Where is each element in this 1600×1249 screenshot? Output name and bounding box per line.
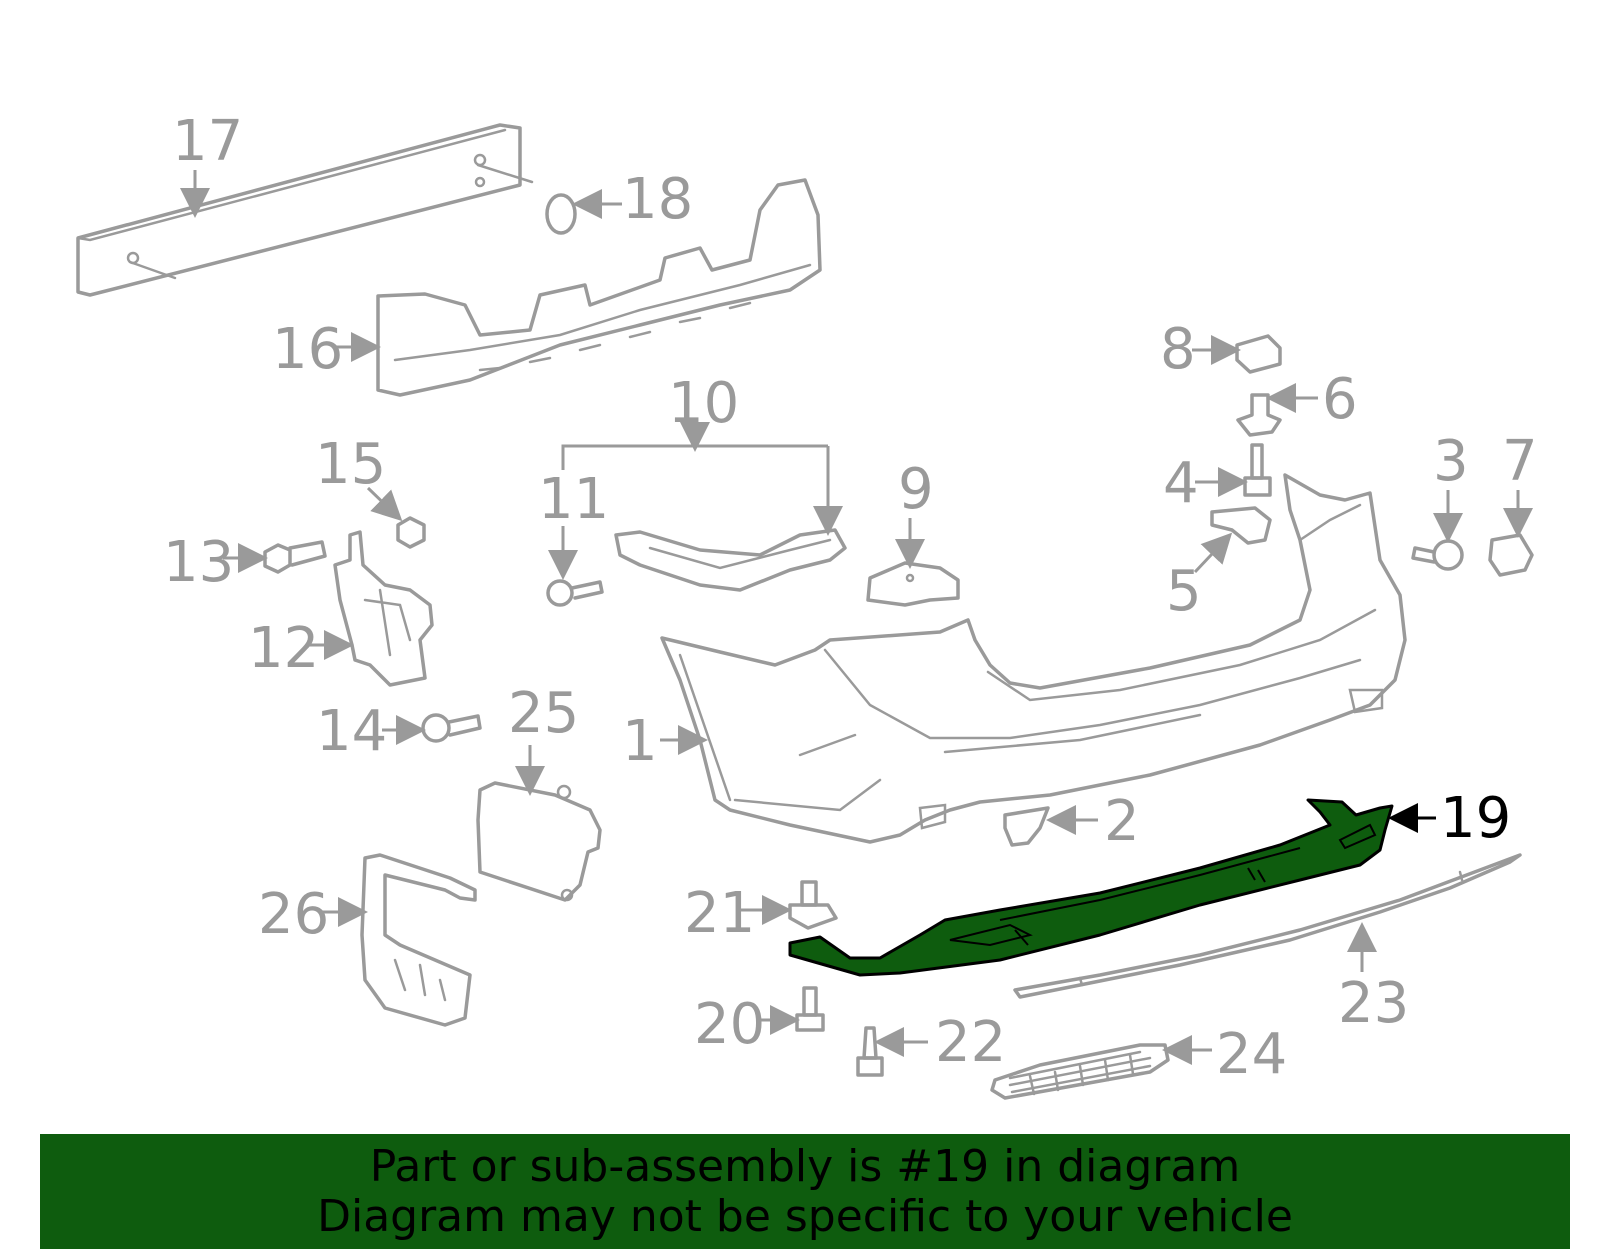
part-10-retainer [614, 528, 847, 592]
part-17-reinforcement [76, 123, 534, 297]
part-5-bracket [1210, 506, 1272, 545]
part-26-bracket [360, 853, 477, 1027]
banner-line-1: Part or sub-assembly is #19 in diagram [369, 1141, 1241, 1192]
part-24-grille [990, 1043, 1170, 1100]
part-25-module [476, 781, 602, 902]
callout-1: 1 [622, 709, 658, 774]
callout-16: 16 [272, 317, 343, 382]
callout-10: 10 [668, 371, 739, 436]
callout-18: 18 [622, 167, 693, 232]
part-15-nut [396, 516, 426, 549]
callout-11: 11 [538, 467, 609, 532]
part-1-bumper-cover [660, 473, 1407, 844]
part-11-nut [546, 579, 604, 607]
part-7-cap [1488, 533, 1534, 577]
callout-22: 22 [935, 1010, 1006, 1075]
callout-15: 15 [315, 432, 386, 497]
callout-13: 13 [163, 530, 234, 595]
callout-17: 17 [172, 109, 243, 174]
part-6-clip [1236, 393, 1282, 437]
part-16-absorber [376, 178, 822, 397]
part-12-bracket [333, 530, 434, 687]
callout-9: 9 [898, 457, 934, 522]
callout-19: 19 [1440, 786, 1511, 851]
part-22-screw [856, 1026, 884, 1077]
callout-2: 2 [1104, 789, 1140, 854]
callout-24: 24 [1216, 1022, 1287, 1087]
part-18-plug [545, 193, 577, 235]
callout-4: 4 [1163, 451, 1199, 516]
part-4-bolt [1243, 443, 1272, 497]
part-14-bolt [421, 713, 482, 743]
callout-6: 6 [1322, 367, 1358, 432]
callout-8: 8 [1160, 317, 1196, 382]
part-19-lower-cover [788, 798, 1394, 977]
part-13-bolt [263, 540, 327, 574]
callout-3: 3 [1433, 429, 1469, 494]
info-banner: Part or sub-assembly is #19 in diagram D… [40, 1134, 1570, 1249]
part-3-nut [1411, 539, 1464, 571]
callout-7: 7 [1502, 429, 1538, 494]
callout-26: 26 [258, 882, 329, 947]
callout-5: 5 [1166, 559, 1202, 624]
callout-14: 14 [316, 699, 387, 764]
part-21-clip [788, 880, 838, 930]
part-8-clip [1235, 334, 1282, 374]
part-2-clip [1003, 806, 1050, 847]
callout-21: 21 [684, 881, 755, 946]
callout-20: 20 [694, 992, 765, 1057]
part-9-bracket [866, 561, 960, 607]
part-20-bolt [795, 986, 825, 1032]
part-23-molding [1013, 853, 1522, 999]
callout-25: 25 [508, 681, 579, 746]
callout-23: 23 [1338, 971, 1409, 1036]
banner-line-2: Diagram may not be specific to your vehi… [317, 1191, 1293, 1242]
callout-12: 12 [248, 616, 319, 681]
